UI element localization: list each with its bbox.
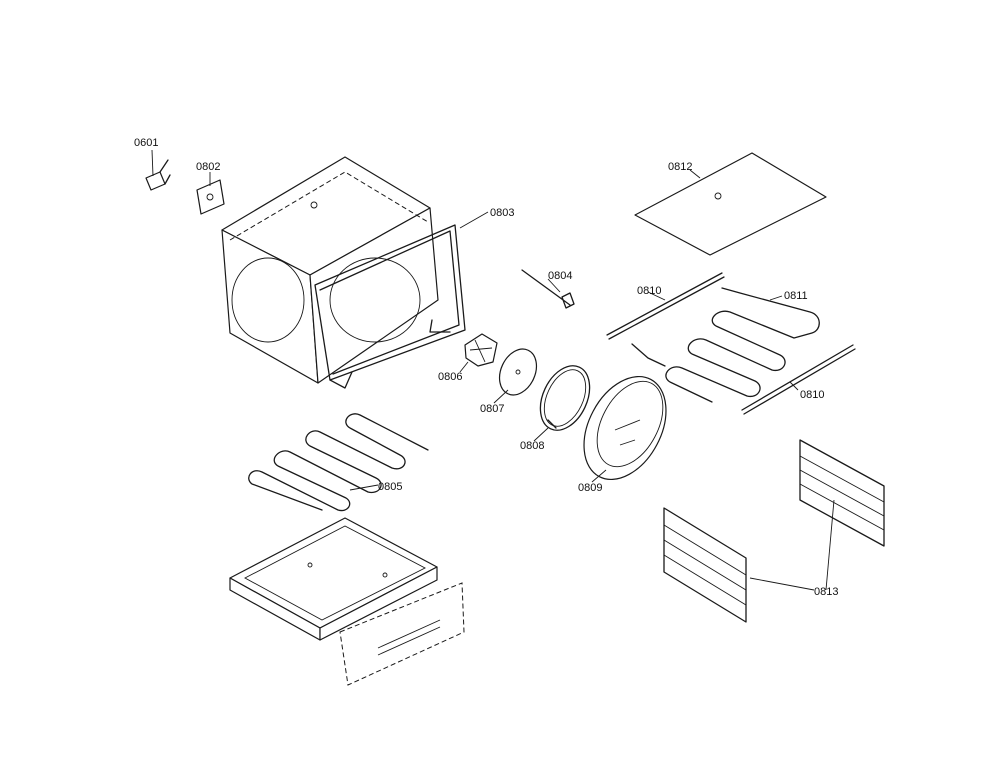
front-panel [339, 582, 465, 686]
leader-lines [151, 149, 835, 591]
part-0810-upper-rod [606, 272, 725, 340]
part-0812-top-plate [634, 152, 827, 256]
label-0802: 0802 [196, 161, 220, 173]
bottom-tray [229, 517, 438, 641]
part-0813-right-rack [799, 439, 885, 547]
label-0803: 0803 [490, 207, 514, 219]
label-0812: 0812 [668, 161, 692, 173]
part-0803-gasket [314, 224, 466, 389]
part-0813-left-rack [663, 507, 747, 623]
label-0809: 0809 [578, 482, 602, 494]
label-0601: 0601 [134, 137, 158, 149]
part-labels: 0601 0802 0803 0804 0805 0806 0807 0808 … [134, 137, 838, 598]
part-0809-fan-cover [583, 375, 667, 481]
label-0804: 0804 [548, 270, 572, 282]
part-0804-probe [521, 269, 575, 309]
part-0805-bottom-element [248, 413, 429, 512]
label-0810-upper: 0810 [637, 285, 661, 297]
label-0805: 0805 [378, 481, 402, 493]
part-0802-plate [196, 179, 225, 215]
label-0811: 0811 [784, 290, 808, 302]
label-0807: 0807 [480, 403, 504, 415]
label-0810-lower: 0810 [800, 389, 824, 401]
label-0806: 0806 [438, 371, 462, 383]
oven-cavity [221, 156, 439, 384]
label-0808: 0808 [520, 440, 544, 452]
part-0808-ring-element [539, 365, 591, 431]
part-0810-lower-rod [741, 344, 856, 415]
label-0813: 0813 [814, 586, 838, 598]
part-0806-fan-motor [464, 333, 498, 367]
part-0811-top-element [631, 287, 820, 403]
part-0601-bracket [145, 159, 171, 191]
part-0807-fan-blade [498, 348, 538, 396]
